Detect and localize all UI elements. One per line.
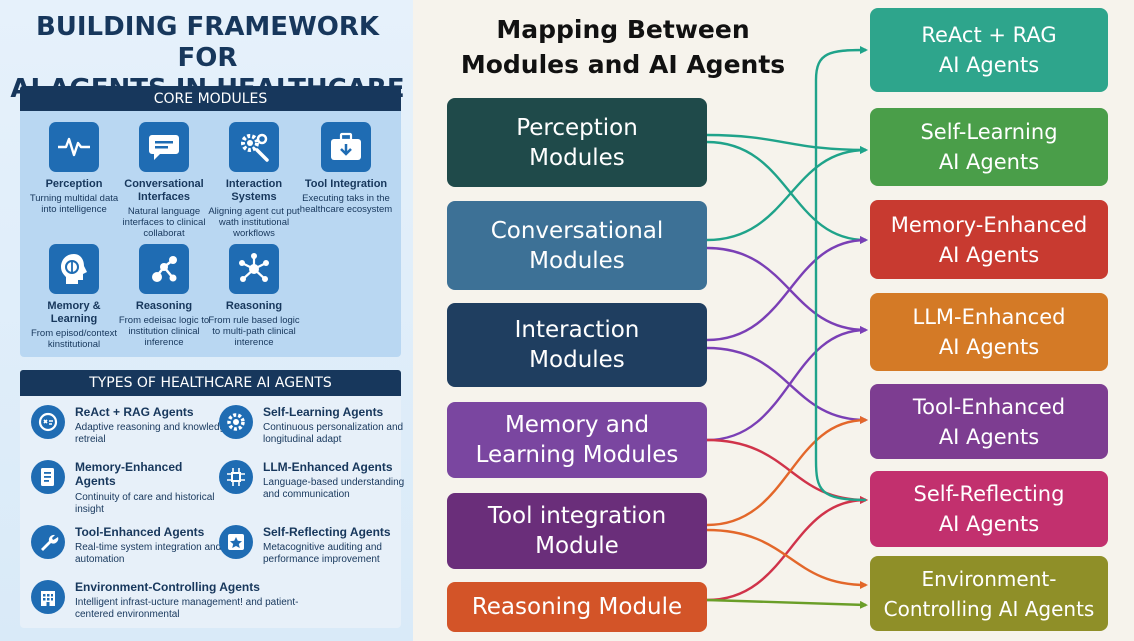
network-icon xyxy=(139,244,189,294)
star-shield-icon xyxy=(219,525,253,559)
mapping-title: Mapping Between Modules and AI Agents xyxy=(460,15,786,79)
agent-environment-controlling: Environment- Controlling AI Agents xyxy=(870,556,1108,631)
module-reasoning: Reasoning Module xyxy=(447,582,707,632)
connector-tool-environment xyxy=(706,528,868,589)
document-icon xyxy=(31,460,65,494)
gear-cycle-icon xyxy=(219,405,253,439)
module-perception: Perception Modules xyxy=(447,98,707,187)
chat-bubble-icon xyxy=(139,122,189,172)
core-modules-box: Perception Turning multidal data into in… xyxy=(20,111,401,357)
wrench-icon xyxy=(31,525,65,559)
robot-icon xyxy=(31,405,65,439)
brain-head-icon xyxy=(49,244,99,294)
hospital-icon xyxy=(31,580,65,614)
agent-types-box: ReAct + RAG Agents Adaptive reasoning an… xyxy=(20,396,404,628)
module-memory-learning: Memory and Learning Modules xyxy=(447,402,707,478)
agent-react-rag: ReAct + RAG AI Agents xyxy=(870,8,1108,92)
module-interaction: Interaction Modules xyxy=(447,303,707,387)
agent-tool-enhanced: Tool-Enhanced AI Agents xyxy=(870,384,1108,459)
medical-kit-icon xyxy=(321,122,371,172)
core-modules-header: CORE MODULES xyxy=(20,86,401,112)
connector-perception-self-learning xyxy=(706,133,868,154)
gears-icon xyxy=(229,122,279,172)
agent-llm-enhanced: LLM-Enhanced AI Agents xyxy=(870,293,1108,371)
module-tool-integration: Tool integration Module xyxy=(447,493,707,569)
core-module-perception: Perception Turning multidal data into in… xyxy=(26,122,122,215)
agent-self-reflecting: Self-Reflecting AI Agents xyxy=(870,471,1108,547)
connector-interaction-tool xyxy=(706,346,868,424)
core-module-reasoning: Reasoning From edeisac logic to institut… xyxy=(116,244,212,348)
agent-memory-enhanced: Memory-Enhanced AI Agents xyxy=(870,200,1108,279)
core-module-reasoning-multipath: Reasoning From rule based logic to multi… xyxy=(206,244,302,348)
agent-self-learning: Self-Learning AI Agents xyxy=(870,108,1108,186)
core-module-conversational: Conversational Interfaces Natural langua… xyxy=(116,122,212,239)
connector-conversational-llm xyxy=(706,246,868,334)
agent-types-header: TYPES OF HEALTHCARE AI AGENTS xyxy=(20,370,401,396)
connector-memory-llm xyxy=(706,326,868,442)
connector-tool-tool-enhanced xyxy=(706,416,868,527)
connector-reasoning-environment xyxy=(706,598,868,609)
hub-icon xyxy=(229,244,279,294)
left-panel: BUILDING FRAMEWORK FOR AI AGENTS IN HEAL… xyxy=(0,0,413,641)
connector-vertical-react-rag xyxy=(814,46,868,502)
module-conversational: Conversational Modules xyxy=(447,201,707,290)
core-module-interaction: Interaction Systems Aligning agent cut p… xyxy=(206,122,302,239)
connector-interaction-memory xyxy=(706,236,868,342)
connector-conversational-self-learning xyxy=(706,146,868,242)
connector-memory-self-reflecting xyxy=(706,438,868,504)
core-module-tool-integration: Tool Integration Executing taks in the h… xyxy=(298,122,394,215)
heartbeat-icon xyxy=(49,122,99,172)
chip-icon xyxy=(219,460,253,494)
connector-perception-memory xyxy=(706,140,868,244)
connector-reasoning-self-reflecting xyxy=(706,496,868,602)
core-module-memory-learning: Memory & Learning From episod/context ki… xyxy=(26,244,122,350)
